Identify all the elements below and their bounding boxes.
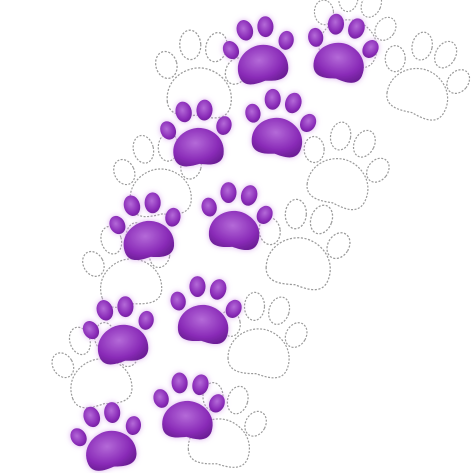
purple-paw (162, 271, 248, 348)
purple-paw (147, 369, 230, 442)
outline-paw (244, 190, 362, 297)
purple-paw (297, 7, 387, 88)
purple-paw (193, 177, 279, 254)
purple-paw (155, 96, 238, 169)
purple-paw (236, 83, 324, 162)
purple-paws (62, 7, 387, 473)
outline-paw (365, 19, 473, 131)
purple-paw (103, 187, 189, 264)
purple-paw (215, 10, 303, 89)
purple-paw (62, 395, 152, 473)
